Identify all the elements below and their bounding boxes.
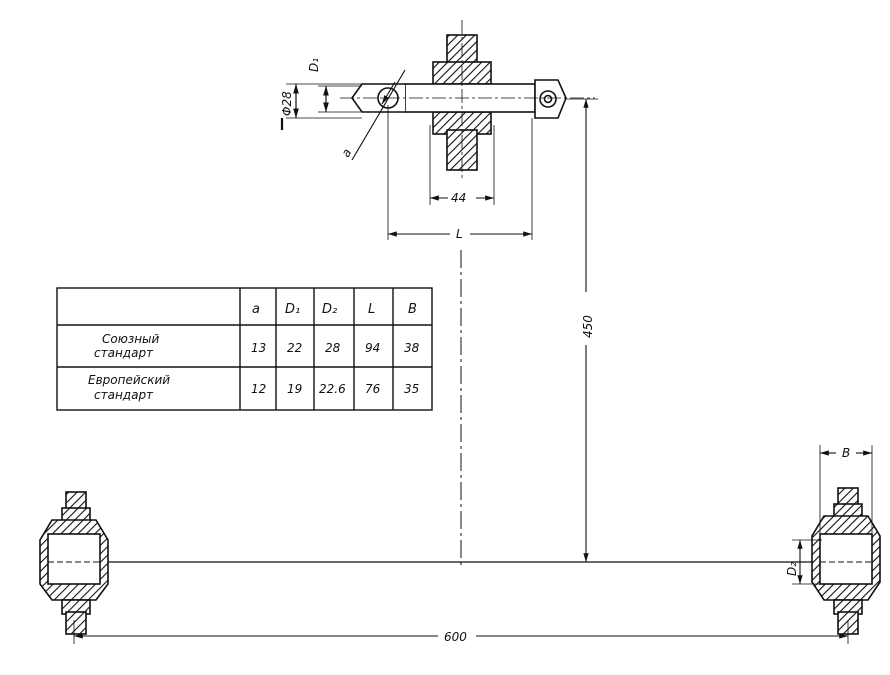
table-cell: 22 (287, 341, 302, 355)
dim-44 (429, 125, 495, 205)
dim-d2-label: D₂ (785, 562, 799, 576)
table-header-b: B (408, 302, 417, 317)
table-cell: 13 (251, 341, 266, 355)
dim-a (351, 69, 406, 161)
table-row-label: Европейский (88, 373, 170, 387)
table-header-a: a (252, 302, 260, 317)
dim-450-label: 450 (581, 315, 595, 338)
dim-450 (566, 98, 598, 562)
dim-44-label: 44 (451, 191, 466, 205)
dim-600 (73, 620, 849, 644)
spec-table (56, 287, 433, 411)
right-bearing (811, 487, 881, 635)
dim-b-label: B (842, 446, 850, 460)
dim-diameter-label: Φ28 (280, 91, 294, 116)
table-header-d1: D₁ (285, 302, 300, 317)
pin-shaft (404, 83, 536, 113)
dim-l-label: L (456, 227, 463, 241)
table-cell: 28 (325, 341, 341, 355)
dim-d2 (792, 539, 822, 585)
dim-a-label: a (338, 146, 354, 159)
table-row-label: Союзный (102, 332, 160, 346)
table-cell: 38 (404, 341, 420, 355)
dim-diameter (280, 83, 405, 130)
dim-b (819, 445, 873, 534)
dim-d1-label: D₁ (307, 58, 321, 72)
table-cell: 94 (365, 341, 380, 355)
dim-d1 (318, 85, 362, 113)
table-cell: 76 (365, 382, 381, 396)
table-cell: 35 (404, 382, 419, 396)
table-row-label: стандарт (94, 346, 154, 360)
pin-assembly (340, 20, 595, 180)
table-header-d2: D₂ (322, 302, 337, 317)
left-bearing (39, 491, 109, 635)
table-cell: 22.6 (319, 382, 346, 396)
table-header-l: L (368, 302, 375, 317)
dim-600-label: 600 (444, 630, 467, 644)
table-cell: 19 (287, 382, 302, 396)
table-cell: 12 (251, 382, 266, 396)
dim-l (387, 105, 533, 240)
table-row-label: стандарт (94, 388, 154, 402)
